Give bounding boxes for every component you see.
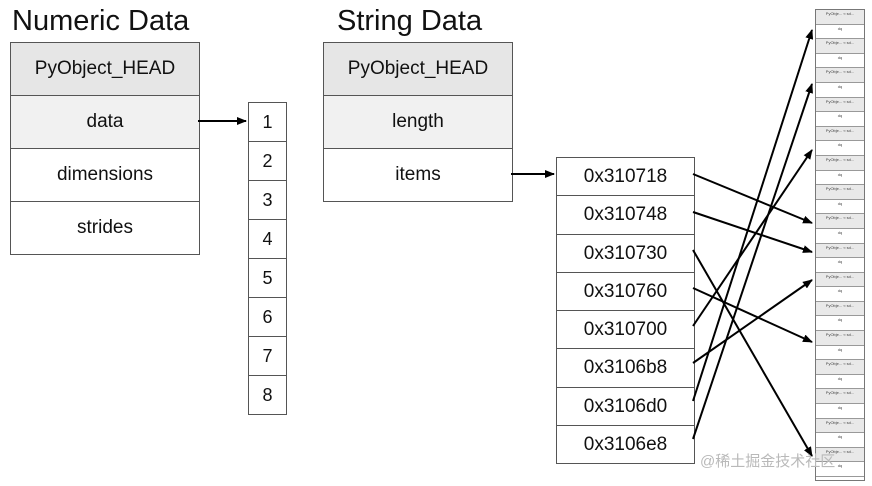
pyobject-cell: PyObje... ≈ sd... (816, 331, 864, 346)
pointer-arrow (692, 211, 813, 253)
pointer-arrow (692, 249, 813, 457)
data-cell: dq (816, 316, 864, 332)
data-cell: dq (816, 462, 864, 477)
pyobject-cell: PyObje... ≈ sd... (816, 243, 864, 259)
data-cell: dq (816, 346, 864, 361)
numeric-field-dimensions: dimensions (11, 149, 199, 202)
numeric-field-strides: strides (77, 217, 133, 238)
data-cell: dq (816, 200, 864, 215)
string-data-title: String Data (337, 5, 483, 37)
pointer-cell: 0x310700 (557, 311, 694, 350)
pointer-array: 0x310718 0x310748 0x310730 0x310760 0x31… (556, 157, 695, 465)
pyobject-cell: PyObje... ≈ sd... (816, 155, 864, 171)
pyobject-cell: PyObje... ≈ sd... (816, 418, 864, 434)
pyobject-cell: PyObje... ≈ sd... (816, 39, 864, 54)
pointer-arrow (692, 83, 813, 440)
pointer-arrow (692, 173, 813, 224)
data-cell: dq (816, 258, 864, 273)
array-cell: 2 (249, 142, 286, 181)
string-struct: PyObject_HEAD length items (323, 42, 513, 202)
string-field-length: length (324, 96, 512, 149)
pyobject-cell: PyObje... ≈ sd... (816, 97, 864, 113)
data-cell: dq (816, 54, 864, 69)
pyobject-cell: PyObje... ≈ sd... (816, 185, 864, 200)
pointer-arrow (692, 287, 813, 343)
numeric-field-data: data (11, 96, 199, 149)
pyobject-cell: PyObje... ≈ sd... (816, 389, 864, 405)
pointer-arrow (692, 279, 813, 364)
pointer-cell: 0x3106b8 (557, 349, 694, 388)
array-cell: 4 (249, 220, 286, 259)
pointer-cell: 0x3106d0 (557, 388, 694, 427)
data-cell: dq (816, 141, 864, 156)
pyobject-cell: PyObje... ≈ sd... (816, 447, 864, 463)
pointer-cell: 0x310760 (557, 273, 694, 312)
pointer-cell: 0x310718 (557, 158, 694, 197)
pyobject-cell: PyObje... ≈ sd... (816, 68, 864, 83)
pyobject-cell: PyObje... ≈ sd... (816, 272, 864, 288)
data-cell: dq (816, 229, 864, 244)
data-cell: dq (816, 433, 864, 448)
array-cell: 7 (249, 337, 286, 376)
string-field-pyobject-head: PyObject_HEAD (324, 43, 512, 96)
pointer-cell: 0x310730 (557, 235, 694, 273)
string-field-items: items (395, 164, 441, 185)
pyobject-cell: PyObje... ≈ sd... (816, 301, 864, 317)
data-cell: dq (816, 171, 864, 186)
array-cell: 3 (249, 181, 286, 220)
array-cell: 6 (249, 298, 286, 337)
numeric-field-pyobject-head: PyObject_HEAD (11, 43, 199, 96)
pyobject-cell: PyObje... ≈ sd... (816, 126, 864, 142)
data-cell: dq (816, 25, 864, 40)
pointer-cell: 0x310748 (557, 196, 694, 235)
data-cell: dq (816, 375, 864, 390)
pyobject-cell: PyObje... ≈ sd... (816, 360, 864, 375)
pointer-arrow (692, 149, 813, 327)
pyobject-cell: PyObje... ≈ sd... (816, 214, 864, 229)
numeric-struct: PyObject_HEAD data dimensions strides (10, 42, 200, 255)
numeric-array: 1 2 3 4 5 6 7 8 (248, 102, 287, 415)
array-cell: 1 (249, 103, 286, 142)
pyobject-cell: PyObje... ≈ sd... (816, 10, 864, 25)
data-cell: dq (816, 404, 864, 419)
data-cell: dq (816, 112, 864, 127)
pointer-cell: 0x3106e8 (583, 434, 668, 456)
data-cell: dq (816, 83, 864, 98)
data-cell: dq (816, 287, 864, 302)
pointer-arrow (692, 29, 814, 402)
array-cell: 8 (262, 385, 273, 405)
array-cell: 5 (249, 259, 286, 298)
numeric-data-title: Numeric Data (12, 5, 190, 37)
watermark: @稀土掘金技术社区 (700, 453, 836, 470)
